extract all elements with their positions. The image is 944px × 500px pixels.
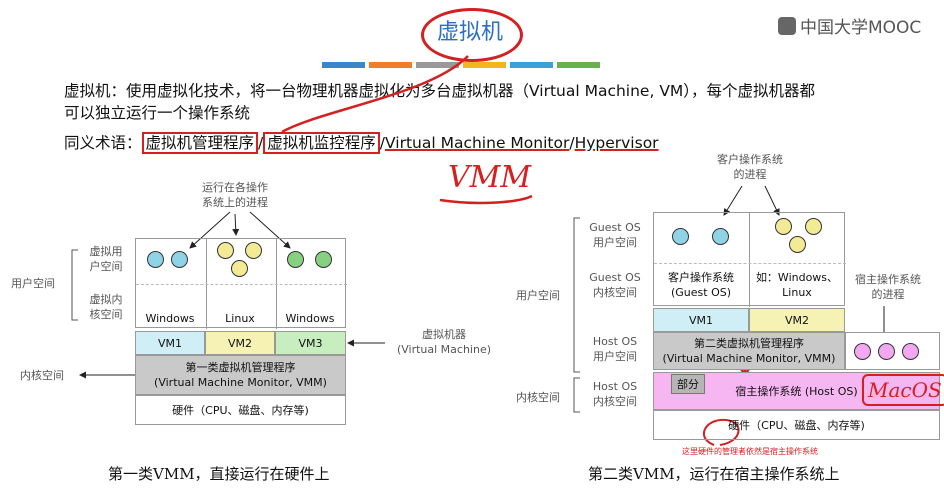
process-icon	[171, 251, 188, 268]
process-icon	[315, 251, 332, 268]
process-note: 运行在各操作 系统上的进程	[202, 181, 268, 209]
left-vm1: VM1	[135, 331, 205, 355]
process-icon	[775, 218, 792, 235]
host-user-space-label: Host OS 用户空间	[592, 335, 638, 363]
process-icon	[878, 343, 895, 360]
left-os-linux: Linux	[225, 311, 255, 325]
left-vmm-layer: 第一类虚拟机管理程序 (Virtual Machine Monitor, VMM…	[135, 355, 346, 395]
left-user-space-label: 用户空间	[11, 277, 55, 290]
synonyms-label: 同义术语：	[64, 134, 142, 152]
hardware-manager-note: 这里硬件的管理者依然是宿主操作系统	[682, 447, 818, 456]
synonym-term-4: Hypervisor	[574, 134, 659, 152]
synonym-term-3: Virtual Machine Monitor	[385, 134, 570, 152]
process-icon	[712, 228, 729, 245]
left-caption: 第一类VMM，直接运行在硬件上	[108, 465, 330, 483]
guest-column-divider	[749, 213, 750, 307]
synonym-term-1: 虚拟机管理程序	[141, 132, 259, 154]
synonym-sep-1: /	[258, 134, 264, 152]
vm-columns	[135, 238, 347, 329]
right-hardware-layer: 硬件（CPU、磁盘、内存等)	[653, 410, 940, 440]
process-icon	[231, 260, 248, 277]
process-icon	[902, 343, 919, 360]
color-bar-5	[510, 62, 553, 68]
title-color-bar	[322, 62, 600, 68]
left-hardware-layer: 硬件（CPU、磁盘、内存等)	[135, 395, 346, 425]
guest-user-kernel-divider	[654, 263, 846, 264]
left-os-windows-1: Windows	[145, 311, 195, 325]
synonym-sep-3: /	[569, 134, 575, 152]
virtual-user-space-label: 虚拟用 户空间	[89, 245, 123, 273]
color-bar-3	[416, 62, 459, 68]
mooc-logo: 中国大学MOOC	[778, 13, 921, 38]
right-caption: 第二类VMM，运行在宿主操作系统上	[588, 465, 840, 483]
right-vm2: VM2	[749, 308, 845, 332]
guest-kernel-space-label: Guest OS 内核空间	[589, 271, 641, 299]
guest-vm-columns	[653, 212, 846, 307]
vm-note: 虚拟机器 (Virtual Machine)	[396, 328, 492, 356]
host-kernel-space-label: Host OS 内核空间	[592, 380, 638, 408]
process-icon	[672, 228, 689, 245]
left-vm2: VM2	[205, 331, 275, 355]
virtual-kernel-space-label: 虚拟内 核空间	[89, 293, 123, 321]
handwritten-vmm: VMM	[448, 160, 532, 195]
mooc-logo-text: 中国大学MOOC	[800, 18, 922, 38]
mooc-logo-icon	[778, 16, 796, 35]
right-user-space-label: 用户空间	[516, 289, 560, 302]
color-bar-6	[557, 62, 600, 68]
right-vmm-layer: 第二类虚拟机管理程序 (Virtual Machine Monitor, VMM…	[653, 332, 845, 370]
guest-user-space-label: Guest OS 用户空间	[589, 221, 641, 249]
left-vm3: VM3	[275, 331, 346, 355]
right-kernel-space-label: 内核空间	[516, 391, 560, 404]
user-kernel-divider	[136, 284, 347, 285]
page-title: 虚拟机	[436, 20, 503, 45]
definition-line-1: 虚拟机：使用虚拟化技术，将一台物理机器虚拟化为多台虚拟机器（Virtual Ma…	[64, 82, 816, 100]
color-bar-2	[369, 62, 412, 68]
host-os-part-box: 部分	[671, 374, 705, 394]
process-icon	[287, 251, 304, 268]
handwritten-macos: MacOS	[862, 374, 944, 406]
color-bar-1	[322, 62, 365, 68]
process-icon	[217, 242, 234, 259]
synonym-term-2: 虚拟机监控程序	[263, 132, 380, 154]
process-icon	[805, 218, 822, 235]
host-process-note: 宿主操作系统 的进程	[855, 273, 921, 301]
left-kernel-space-label: 内核空间	[20, 369, 64, 382]
client-process-note: 客户操作系统 的进程	[717, 153, 783, 181]
color-bar-4	[463, 62, 506, 68]
synonym-sep-2: /	[379, 134, 386, 152]
right-vm1: VM1	[653, 308, 749, 332]
guest-os-example: 如：Windows、 Linux	[755, 271, 839, 299]
process-icon	[147, 251, 164, 268]
process-icon	[854, 343, 871, 360]
title-annotation-circle	[421, 8, 523, 62]
synonyms-line: 同义术语：虚拟机管理程序/虚拟机监控程序/Virtual Machine Mon…	[64, 132, 659, 154]
left-os-windows-2: Windows	[285, 311, 335, 325]
guest-os-label: 客户操作系统 (Guest OS)	[668, 271, 734, 299]
process-icon	[245, 242, 262, 259]
definition-line-2: 可以独立运行一个操作系统	[64, 104, 251, 122]
process-icon	[789, 236, 806, 253]
